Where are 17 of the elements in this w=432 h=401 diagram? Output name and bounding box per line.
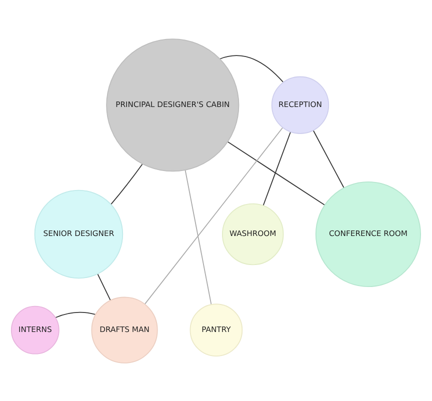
node-circle: WASHROOM <box>222 202 284 265</box>
node-circle: INTERNS <box>10 305 60 354</box>
connector <box>54 311 96 318</box>
connector <box>312 130 344 188</box>
connector <box>110 163 143 204</box>
node-circle: PRINCIPAL DESIGNER'S CABIN <box>106 38 240 172</box>
connector <box>220 54 284 82</box>
node-circle: SENIOR DESIGNER <box>34 189 124 278</box>
connector <box>144 126 284 304</box>
connector <box>184 169 212 304</box>
node-circle: DRAFTS MAN <box>91 296 158 363</box>
node-circle: CONFERENCE ROOM <box>315 180 421 287</box>
connector <box>97 272 111 300</box>
node-circle: RECEPTION <box>271 76 330 134</box>
connector <box>262 131 291 206</box>
node-circle: PANTRY <box>190 303 243 356</box>
connector <box>227 140 325 205</box>
